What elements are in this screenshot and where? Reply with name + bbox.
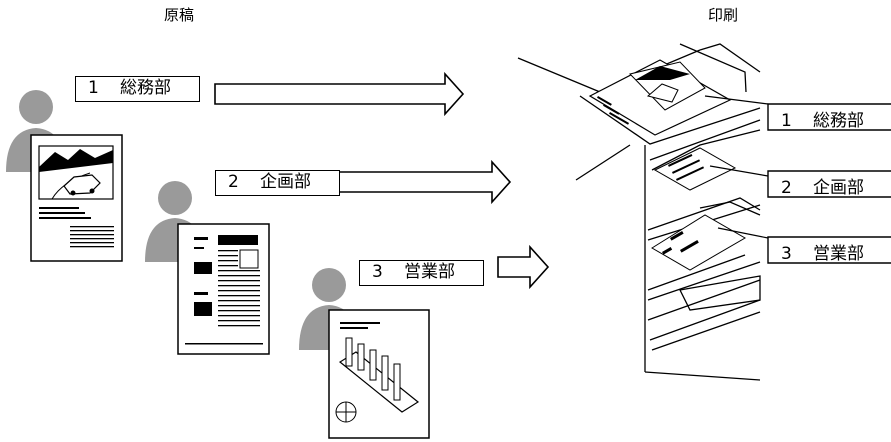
arrow-1 <box>214 71 465 117</box>
tray-label-1: 1 総務部 <box>781 106 864 131</box>
dept-number-1: 1 <box>88 78 99 98</box>
dept-name-1: 総務部 <box>120 78 171 98</box>
dept-label-3: 3 営業部 <box>359 260 484 286</box>
dept-label-1: 1 総務部 <box>75 76 200 102</box>
tray-name-3: 営業部 <box>813 244 864 264</box>
arrow-3 <box>497 244 550 290</box>
original-header: 原稿 <box>164 6 195 24</box>
right-label-frames <box>767 103 891 264</box>
printer-sorter <box>517 43 761 381</box>
original-document-3 <box>328 309 430 439</box>
printed-sheet-1 <box>588 59 732 136</box>
dept-label-2: 2 企画部 <box>215 170 340 196</box>
original-document-2 <box>177 223 270 355</box>
arrow-2 <box>329 159 512 205</box>
original-document-1 <box>30 134 123 262</box>
print-header: 印刷 <box>708 6 739 24</box>
tray-name-1: 総務部 <box>813 111 864 131</box>
printed-sheet-2 <box>653 147 737 191</box>
dept-name-3: 営業部 <box>404 262 455 282</box>
dept-name-2: 企画部 <box>260 172 311 192</box>
dept-number-3: 3 <box>372 262 383 282</box>
tray-label-2: 2 企画部 <box>781 173 864 198</box>
tray-number-1: 1 <box>781 111 792 131</box>
dept-number-2: 2 <box>228 172 239 192</box>
tray-name-2: 企画部 <box>813 178 864 198</box>
tray-label-3: 3 営業部 <box>781 239 864 264</box>
leader-lines <box>704 95 769 239</box>
tray-number-3: 3 <box>781 244 792 264</box>
tray-number-2: 2 <box>781 178 792 198</box>
